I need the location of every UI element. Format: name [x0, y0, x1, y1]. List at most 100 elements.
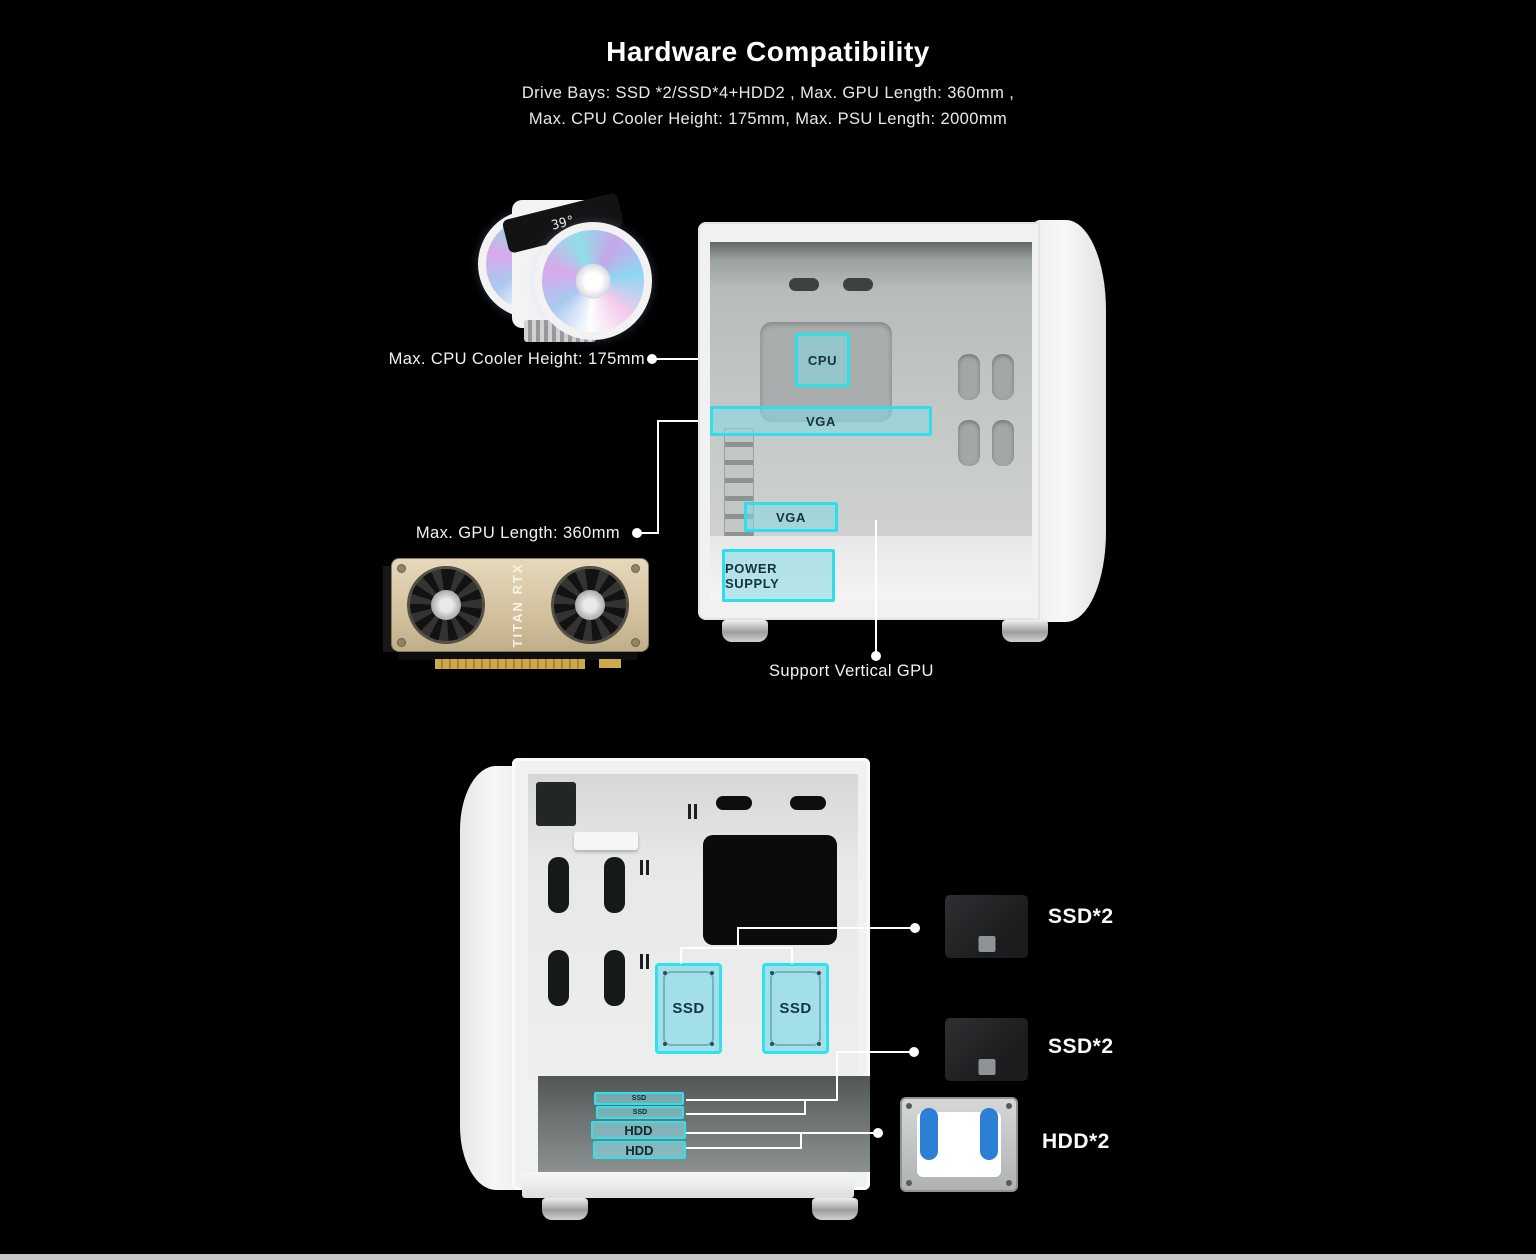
leader-line-vertical-gpu — [875, 520, 877, 656]
tray-label: SSD — [631, 1095, 647, 1102]
leader-line-gpu-1 — [637, 532, 659, 534]
screw-dot — [710, 971, 714, 975]
routing-slot — [604, 857, 625, 913]
screw-dot — [710, 1042, 714, 1046]
drive-tray-hdd-1: HDD — [591, 1121, 686, 1139]
leader-line-gpu-3 — [657, 420, 712, 422]
leader-ssdmount-stem-right — [791, 948, 793, 964]
gpu-image: TITAN RTX — [383, 556, 653, 674]
fan-hub — [575, 263, 611, 299]
leader-ssdmount-stem-left — [680, 948, 682, 964]
cable-cutout — [790, 796, 826, 810]
hdd-product-image — [900, 1097, 1018, 1192]
callout-ssd2-top: SSD*2 — [1048, 905, 1114, 928]
cpu-cooler-image: 39° — [478, 190, 658, 350]
ssd-product-image-2 — [945, 1018, 1028, 1081]
tray-cutout — [958, 354, 980, 400]
routing-slot — [548, 950, 569, 1006]
ssd-mount-zone-2: SSD — [762, 963, 829, 1054]
drive-tray-ssd-1: SSD — [594, 1092, 684, 1105]
case-foot — [722, 620, 768, 642]
subtitle-line-1: Drive Bays: SSD *2/SSD*4+HDD2 , Max. GPU… — [521, 84, 1015, 102]
ssd-product-image-1 — [945, 895, 1028, 958]
gpu-screw — [397, 638, 406, 647]
screw-dot — [663, 1042, 667, 1046]
tray-cutout — [958, 420, 980, 466]
vent-slit — [646, 954, 649, 969]
vent-slit — [694, 804, 697, 819]
zone-cpu: CPU — [795, 333, 850, 387]
leader-hddtray-merge — [800, 1132, 802, 1149]
gpu-screw — [631, 638, 640, 647]
case-bottom-frame — [522, 1172, 854, 1198]
vent-slit — [688, 804, 691, 819]
ssd-connector-pad — [978, 1059, 995, 1075]
fan-hub — [431, 590, 461, 620]
case-foot — [812, 1198, 858, 1220]
screw-dot — [817, 971, 821, 975]
tray-cutout — [992, 420, 1014, 466]
leader-dot-hdd — [873, 1128, 883, 1138]
cooler-front-fan — [534, 222, 652, 340]
screw-dot — [663, 971, 667, 975]
ssd-connector-pad — [978, 936, 995, 952]
hdd-label-blue-right — [980, 1108, 998, 1160]
routing-slot — [548, 857, 569, 913]
gpu-screw — [397, 564, 406, 573]
leader-dot-cpu-cooler — [647, 354, 657, 364]
ssd-mount-label: SSD — [672, 1000, 705, 1017]
drive-tray-ssd-2: SSD — [596, 1106, 684, 1119]
gpu-gold-notch — [599, 659, 621, 668]
routing-slot — [604, 950, 625, 1006]
screw-dot — [817, 1042, 821, 1046]
zone-vga-horizontal: VGA — [710, 406, 932, 436]
leader-dot-ssd-1 — [910, 923, 920, 933]
drive-cage — [538, 1076, 870, 1172]
zone-power-supply: POWER SUPPLY — [722, 549, 835, 602]
gpu-gold-fingers — [435, 659, 585, 669]
leader-ssdtray-2 — [686, 1113, 806, 1115]
leader-ssdmount-horizontal — [737, 927, 915, 929]
zone-vga-label: VGA — [806, 413, 836, 429]
gpu-pcb-edge — [399, 652, 637, 660]
page-title: Hardware Compatibility — [606, 36, 930, 67]
hdd-screw — [1006, 1103, 1012, 1109]
leader-hddtray-1 — [686, 1132, 878, 1134]
zone-vga-vertical: VGA — [744, 502, 838, 532]
leader-line-gpu-2 — [657, 420, 659, 534]
leader-hddtray-2 — [686, 1147, 802, 1149]
cpu-backplate-cutout — [703, 835, 837, 945]
gpu-screw — [631, 564, 640, 573]
screw-dot — [770, 971, 774, 975]
leader-dot-vertical-gpu — [871, 651, 881, 661]
gpu-fan-left — [407, 566, 485, 644]
label-max-cpu-cooler-height: Max. CPU Cooler Height: 175mm — [388, 350, 645, 368]
case-front-panel — [1030, 220, 1106, 622]
vent-slit — [640, 954, 643, 969]
leader-ssdtray-1 — [686, 1099, 838, 1101]
gpu-fan-right — [551, 566, 629, 644]
ssd-mount-frame — [770, 971, 821, 1046]
gpu-bracket — [383, 566, 393, 652]
bottom-edge-bar — [0, 1254, 1536, 1260]
ssd-mount-frame — [663, 971, 714, 1046]
label-max-gpu-length: Max. GPU Length: 360mm — [415, 524, 620, 542]
leader-dot-ssd-2 — [909, 1047, 919, 1057]
front-io-module — [536, 782, 576, 826]
callout-hdd2: HDD*2 — [1042, 1130, 1110, 1153]
zone-psu-label: POWER SUPPLY — [725, 560, 780, 591]
vent-slit — [646, 860, 649, 875]
leader-ssdtray-horizontal — [836, 1051, 914, 1053]
tray-label: HDD — [624, 1122, 653, 1138]
label-support-vertical-gpu: Support Vertical GPU — [769, 662, 934, 680]
leader-dot-gpu — [632, 528, 642, 538]
cable-cutout — [716, 796, 752, 810]
leader-ssdtray-merge — [804, 1099, 806, 1115]
hdd-screw — [906, 1180, 912, 1186]
vent-slit — [640, 860, 643, 875]
panel-latch — [574, 832, 638, 850]
leader-ssdmount-riser — [737, 928, 739, 948]
case-foot — [1002, 620, 1048, 642]
tray-label: SSD — [632, 1109, 648, 1116]
